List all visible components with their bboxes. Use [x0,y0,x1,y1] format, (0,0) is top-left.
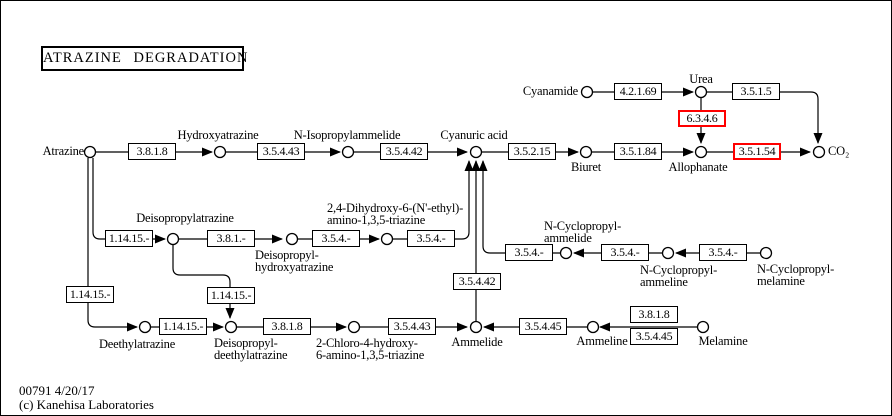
compound-node-biuret[interactable] [579,145,593,159]
pathway-title-box: ATRAZINE DEGRADATION [41,46,247,71]
compound-label-n-cyclopropyl-ammeline: N-Cyclopropyl- ammeline [640,263,718,289]
compound-node-cyanuric-acid[interactable] [469,145,483,159]
compound-label-deethylatrazine: Deethylatrazine [98,337,176,351]
enzyme-box-3.8.1.8[interactable]: 3.8.1.8 [263,318,311,335]
compound-node-n-cyclopropyl-ammeline[interactable] [661,246,675,260]
compound-node-co2[interactable] [812,145,826,159]
compound-node-deisopropyl-deethylatrazine[interactable] [224,320,238,334]
compound-node-ammelide[interactable] [469,320,483,334]
compound-node-melamine[interactable] [696,320,710,334]
edge-n-cyclopropyl-ammelide--cyanuric-acid [478,160,566,254]
compound-label-cyanamide: Cyanamide [522,84,578,98]
enzyme-box-3.5.4.42[interactable]: 3.5.4.42 [453,273,501,290]
enzyme-box-1.14.15.-[interactable]: 1.14.15.- [159,318,207,335]
compound-label-deisopropylhydroxyatrazine: Deisopropyl- hydroxyatrazine [255,248,334,274]
enzyme-box-3.5.1.54-highlighted[interactable]: 3.5.1.54 [733,143,781,160]
enzyme-box-3.5.4.43[interactable]: 3.5.4.43 [388,318,436,335]
compound-label-2-chloro-4-hydroxy-6-amino-triazine: 2-Chloro-4-hydroxy- 6-amino-1,3,5-triazi… [316,336,425,362]
compound-label-cyanuric-acid: Cyanuric acid [440,128,508,142]
compound-label-melamine: Melamine [698,334,748,348]
enzyme-box-1.14.15.-[interactable]: 1.14.15.- [66,286,114,303]
compound-label-deisopropylatrazine: Deisopropylatrazine [136,211,234,225]
compound-node-hydroxyatrazine[interactable] [213,145,227,159]
compound-node-n-isopropylammelide[interactable] [341,145,355,159]
compound-node-2-chloro-4-hydroxy-6-amino-triazine[interactable] [347,320,361,334]
enzyme-box-6.3.4.6-highlighted[interactable]: 6.3.4.6 [678,110,726,127]
compound-label-n-cyclopropyl-ammelide: N-Cyclopropyl- ammelide [544,219,622,245]
enzyme-box-3.5.4.-[interactable]: 3.5.4.- [407,230,455,247]
compound-node-deisopropylatrazine[interactable] [166,232,180,246]
compound-label-n-cyclopropyl-melamine: N-Cyclopropyl- melamine [757,262,835,288]
compound-node-allophanate[interactable] [694,145,708,159]
pathway-title: ATRAZINE DEGRADATION [43,50,249,66]
enzyme-box-3.5.4.43[interactable]: 3.5.4.43 [257,143,305,160]
enzyme-box-1.14.15.-[interactable]: 1.14.15.- [105,230,153,247]
compound-label-co2: CO₂ [828,144,850,158]
compound-node-n-cyclopropyl-melamine[interactable] [759,246,773,260]
compound-label-deisopropyl-deethylatrazine: Deisopropyl- deethylatrazine [214,336,288,362]
enzyme-box-3.5.4.45[interactable]: 3.5.4.45 [630,328,678,345]
compound-label-biuret: Biuret [570,160,602,174]
compound-label-ammelide: Ammelide [451,335,503,349]
enzyme-box-3.5.4.-[interactable]: 3.5.4.- [699,244,747,261]
edge-dihydroxy-ethylamino-triazine--cyanuric-acid [387,160,474,240]
enzyme-box-3.5.1.5[interactable]: 3.5.1.5 [732,83,780,100]
enzyme-box-3.8.1.8[interactable]: 3.8.1.8 [630,306,678,323]
edge-atrazine--deethylatrazine [87,158,138,332]
compound-label-atrazine: Atrazine [42,144,85,158]
compound-node-atrazine[interactable] [83,145,97,159]
compound-node-cyanamide[interactable] [580,85,594,99]
compound-label-dihydroxy-ethylamino-triazine: 2,4-Dihydroxy-6-(N'-ethyl)- amino-1,3,5-… [327,201,464,227]
map-footer: 00791 4/20/17 (c) Kanehisa Laboratories [19,384,154,412]
compound-node-n-cyclopropyl-ammelide[interactable] [559,246,573,260]
enzyme-box-3.5.1.84[interactable]: 3.5.1.84 [614,143,662,160]
compound-label-n-isopropylammelide: N-Isopropylammelide [293,128,401,142]
enzyme-box-3.5.4.-[interactable]: 3.5.4.- [312,230,360,247]
compound-node-dihydroxy-ethylamino-triazine[interactable] [380,232,394,246]
compound-label-hydroxyatrazine: Hydroxyatrazine [177,128,259,142]
enzyme-box-3.5.4.-[interactable]: 3.5.4.- [505,244,553,261]
copyright-line: (c) Kanehisa Laboratories [19,397,154,412]
compound-label-urea: Urea [689,72,713,86]
enzyme-box-4.2.1.69[interactable]: 4.2.1.69 [614,83,662,100]
enzyme-box-3.8.1.8[interactable]: 3.8.1.8 [128,143,176,160]
enzyme-box-1.14.15.-[interactable]: 1.14.15.- [207,287,255,304]
enzyme-box-3.5.2.15[interactable]: 3.5.2.15 [508,143,556,160]
compound-label-ammeline: Ammeline [576,334,628,348]
compound-node-deisopropylhydroxyatrazine[interactable] [285,232,299,246]
enzyme-box-3.5.4.42[interactable]: 3.5.4.42 [380,143,428,160]
compound-node-urea[interactable] [694,85,708,99]
edge-atrazine--deisopropylatrazine [92,158,166,244]
edge-urea--co2 [701,91,823,144]
edge-deisopropylatrazine--deisopropyl-deethylatrazine [172,245,235,319]
compound-node-deethylatrazine[interactable] [138,320,152,334]
enzyme-box-3.8.1.-[interactable]: 3.8.1.- [207,230,255,247]
map-id-date: 00791 4/20/17 [19,383,95,398]
compound-label-allophanate: Allophanate [668,160,728,174]
compound-node-ammeline[interactable] [586,320,600,334]
enzyme-box-3.5.4.45[interactable]: 3.5.4.45 [519,318,567,335]
enzyme-box-3.5.4.-[interactable]: 3.5.4.- [601,244,649,261]
